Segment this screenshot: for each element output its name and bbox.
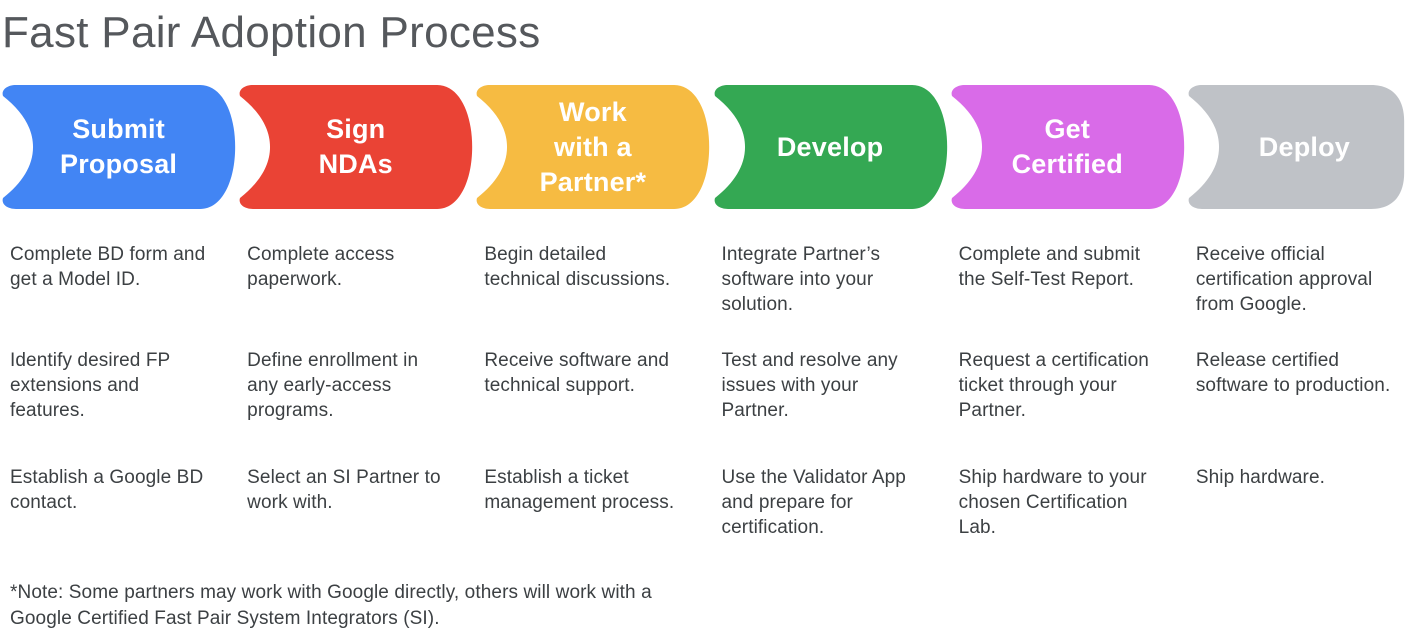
stage-shape bbox=[239, 85, 473, 209]
step-text: Complete access paperwork. bbox=[247, 244, 395, 290]
step-text: Receive official certification approval … bbox=[1195, 244, 1373, 315]
stage-sign-ndas: Sign NDAs bbox=[237, 85, 474, 209]
step-text: Release certified software to production… bbox=[1195, 350, 1391, 396]
step-text: Receive software and technical support. bbox=[484, 350, 670, 396]
step-text: Request a certification ticket through y… bbox=[958, 350, 1149, 421]
step-text: Establish a ticket management process. bbox=[484, 467, 675, 513]
step-text: Define enrollment in any early-access pr… bbox=[247, 350, 419, 421]
step-text: Begin detailed technical discussions. bbox=[484, 244, 671, 290]
process-stages: Submit Proposal Sign NDAs Work with a Pa… bbox=[0, 85, 1423, 209]
stage-shape bbox=[951, 85, 1184, 209]
stage-develop: Develop bbox=[712, 85, 949, 209]
stage-submit-proposal: Submit Proposal bbox=[0, 85, 237, 209]
stage-descriptions: Complete BD form and get a Model ID. Com… bbox=[0, 242, 1423, 580]
step-text: Use the Validator App and prepare for ce… bbox=[721, 467, 906, 538]
stage-deploy: Deploy bbox=[1186, 85, 1423, 209]
step-text: Complete and submit the Self-Test Report… bbox=[958, 244, 1141, 290]
page-title: Fast Pair Adoption Process bbox=[2, 8, 541, 57]
stage-shape bbox=[476, 85, 710, 209]
step-text: Establish a Google BD contact. bbox=[10, 467, 204, 513]
stage-work-with-partner: Work with a Partner* bbox=[474, 85, 711, 209]
footnote: *Note: Some partners may work with Googl… bbox=[10, 582, 652, 629]
stage-get-certified: Get Certified bbox=[949, 85, 1186, 209]
step-text: Ship hardware to your chosen Certificati… bbox=[958, 467, 1147, 538]
step-text: Complete BD form and get a Model ID. bbox=[10, 244, 206, 290]
step-text: Ship hardware. bbox=[1195, 467, 1326, 488]
step-text: Select an SI Partner to work with. bbox=[247, 467, 441, 513]
stage-shape bbox=[2, 85, 236, 209]
step-text: Integrate Partner’s software into your s… bbox=[721, 244, 881, 315]
step-text: Test and resolve any issues with your Pa… bbox=[721, 350, 898, 421]
stage-shape bbox=[714, 85, 947, 209]
stage-shape bbox=[1188, 85, 1404, 209]
step-text: Identify desired FP extensions and featu… bbox=[10, 350, 170, 421]
